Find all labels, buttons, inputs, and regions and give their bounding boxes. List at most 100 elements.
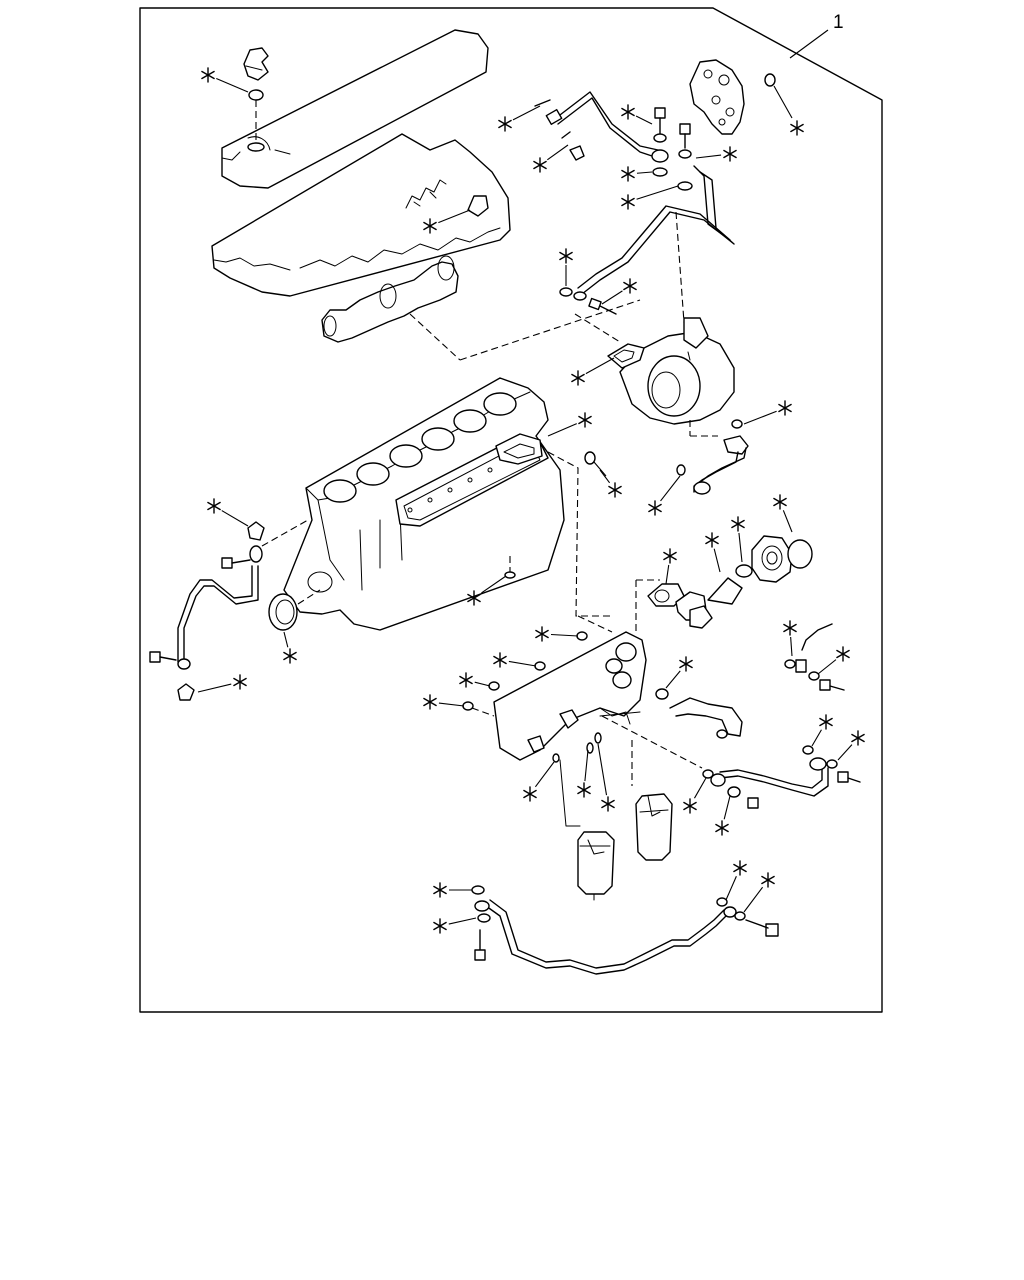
asterisk-icon bbox=[601, 796, 615, 812]
marker-leader-line bbox=[597, 743, 608, 796]
asterisk-icon bbox=[715, 820, 729, 836]
eye-bolt-left-lower bbox=[149, 651, 177, 663]
bolt-fuel-pipe bbox=[747, 797, 759, 809]
marker-leader-line bbox=[438, 209, 471, 224]
marker-leader-line bbox=[636, 171, 653, 174]
o-ring-block bbox=[584, 451, 596, 465]
fuel-feed-pipe bbox=[474, 899, 737, 975]
marker-leader-line bbox=[474, 681, 491, 687]
turbo-gasket bbox=[607, 343, 645, 369]
marker-leader-line bbox=[660, 475, 681, 502]
o-ring-cooler-4 bbox=[462, 701, 474, 711]
washer-h bbox=[826, 759, 838, 769]
o-ring-cooler-2 bbox=[534, 661, 546, 671]
asterisk-icon bbox=[233, 674, 247, 690]
filler-cap-o-ring bbox=[248, 89, 264, 101]
marker-leader-line bbox=[547, 144, 569, 161]
asterisk-icon bbox=[731, 516, 745, 532]
asterisk-icon bbox=[608, 482, 622, 498]
water-pipe-elbow bbox=[669, 697, 743, 739]
marker-leader-line bbox=[599, 469, 611, 484]
asterisk-markers bbox=[197, 67, 865, 934]
marker-leader-line bbox=[738, 532, 743, 563]
pipe-pin bbox=[534, 99, 551, 107]
cylinder-head-gasket bbox=[211, 133, 511, 297]
asterisk-icon bbox=[819, 714, 833, 730]
oil-cooler-housing bbox=[493, 631, 647, 761]
small-cover-gasket bbox=[495, 433, 543, 465]
asterisk-icon bbox=[535, 626, 549, 642]
asterisk-icon bbox=[577, 782, 591, 798]
marker-leader-line bbox=[743, 886, 764, 913]
drain-gasket bbox=[676, 464, 686, 476]
asterisk-icon bbox=[679, 656, 693, 672]
asterisk-icon bbox=[467, 590, 481, 606]
marker-leader-line bbox=[636, 185, 679, 200]
marker-leader-line bbox=[584, 749, 589, 782]
asterisk-icon bbox=[621, 194, 635, 210]
item-number-label: 1 bbox=[833, 12, 844, 33]
asterisk-icon bbox=[783, 620, 797, 636]
washer-l bbox=[716, 897, 728, 907]
marker-leader-line bbox=[817, 659, 837, 675]
marker-leader-line bbox=[695, 154, 722, 159]
asterisk-icon bbox=[761, 872, 775, 888]
pipe-bracket-upper bbox=[247, 521, 265, 541]
o-ring-cooler-1 bbox=[576, 631, 588, 641]
bolt-right-upper bbox=[819, 679, 845, 691]
asterisk-icon bbox=[621, 104, 635, 120]
marker-leader-line bbox=[811, 729, 822, 747]
o-ring-filter-3 bbox=[552, 753, 560, 763]
o-ring-cooler-right bbox=[655, 688, 669, 700]
washer-m bbox=[734, 911, 746, 921]
item-number-leader bbox=[789, 29, 829, 59]
washer-g bbox=[802, 745, 814, 755]
asterisk-icon bbox=[790, 120, 804, 136]
left-oil-pipe bbox=[177, 545, 263, 670]
marker-leader-line bbox=[790, 636, 793, 657]
hollow-bolt-lower bbox=[678, 123, 692, 159]
drain-o-ring bbox=[731, 419, 743, 429]
eye-bolt-bottom-left bbox=[474, 929, 486, 961]
asterisk-icon bbox=[778, 400, 792, 416]
pipe-clamp-lower bbox=[177, 683, 195, 701]
marker-leader-line bbox=[216, 78, 249, 93]
thermostat-housing bbox=[751, 535, 793, 583]
marker-leader-line bbox=[448, 917, 477, 925]
marker-leader-line bbox=[635, 115, 653, 125]
asterisk-icon bbox=[773, 494, 787, 510]
marker-leader-line bbox=[534, 761, 555, 788]
marker-leader-line bbox=[197, 683, 232, 693]
asterisk-icon bbox=[621, 166, 635, 182]
asterisk-icon bbox=[578, 412, 592, 428]
asterisk-icon bbox=[283, 648, 297, 664]
marker-leader-line bbox=[837, 744, 853, 761]
asterisk-icon bbox=[498, 116, 512, 132]
bolt-right-lower bbox=[837, 771, 861, 783]
asterisk-icon bbox=[705, 532, 719, 548]
bolt-turbo-bracket bbox=[588, 297, 617, 315]
turbocharger bbox=[619, 317, 735, 425]
asterisk-icon bbox=[683, 798, 697, 814]
asterisk-icon bbox=[571, 370, 585, 386]
thermostat-gasket bbox=[707, 577, 743, 605]
asterisk-icon bbox=[201, 67, 215, 83]
washer-f bbox=[808, 671, 820, 681]
washer-k bbox=[477, 913, 491, 923]
marker-leader-line bbox=[601, 290, 623, 305]
asterisk-icon bbox=[433, 918, 447, 934]
marker-leader-line bbox=[512, 105, 541, 121]
washer-e bbox=[784, 659, 796, 669]
asterisk-icon bbox=[493, 652, 507, 668]
o-ring-filter-2 bbox=[594, 732, 602, 744]
fuel-filter-right bbox=[635, 793, 673, 861]
marker-leader-line bbox=[665, 670, 681, 689]
head-gasket-marking bbox=[405, 179, 447, 209]
eye-bolt-small bbox=[569, 145, 585, 161]
water-outlet-fitting bbox=[675, 591, 713, 629]
housing-o-ring bbox=[764, 73, 776, 87]
asterisk-icon bbox=[663, 548, 677, 564]
marker-leader-line bbox=[508, 660, 537, 667]
diagram-frame bbox=[139, 7, 883, 1013]
valve-cover bbox=[221, 29, 489, 189]
